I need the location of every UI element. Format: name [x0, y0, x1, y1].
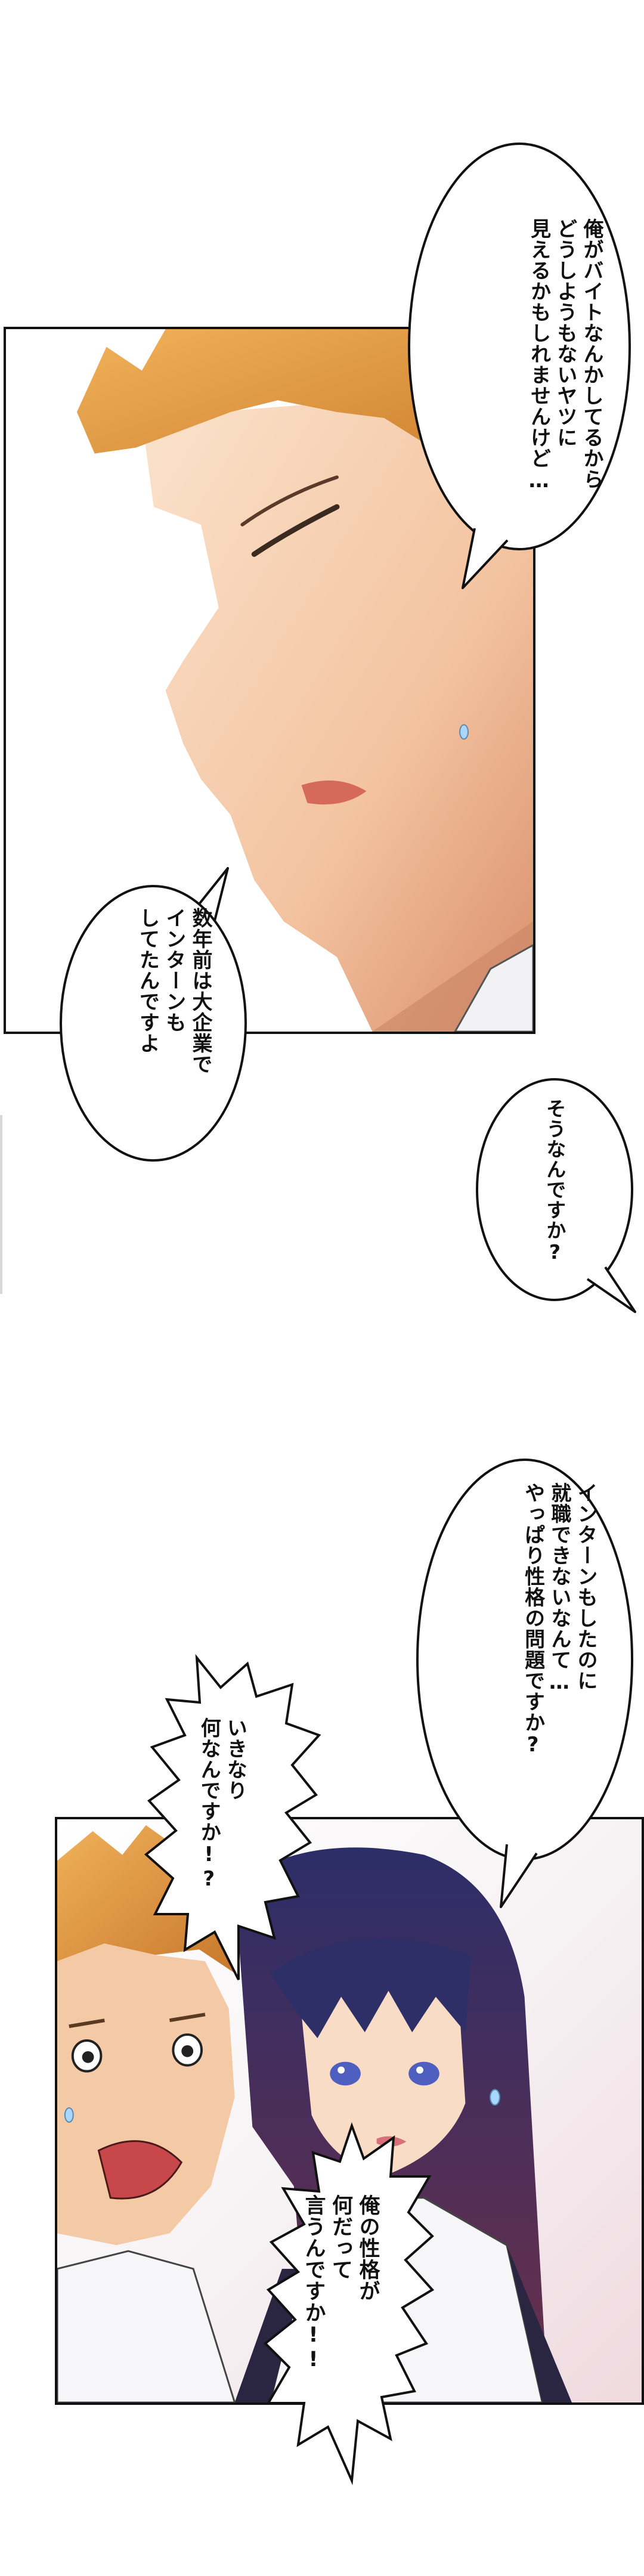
- bubble-shape: [144, 1654, 321, 1980]
- speech-bubble-3: そうなんですか?: [465, 1073, 644, 1324]
- speech-bubble-4: インターンもしたのに 就職できないなんて… やっぱり性格の問題ですか?: [411, 1454, 638, 1913]
- bubble-5-line-2: 何なんですか!?: [197, 1717, 221, 1891]
- bubble-6-line-1: 俺の性格が: [355, 2194, 380, 2302]
- bubble-shape: [60, 867, 247, 1162]
- bubble-4-line-1: インターンもしたのに: [574, 1482, 597, 1691]
- bubble-1-text: 俺がバイトなんかしてるから どうしようもないヤツに 見えるかもしれませんけど…: [525, 218, 605, 493]
- gutter-mark: [0, 1115, 2, 1294]
- bubble-2-line-1: 数年前は大企業で: [188, 908, 212, 1075]
- bubble-6-text: 俺の性格が 何だって 言うんですか!!: [299, 2194, 381, 2372]
- speech-bubble-2: 数年前は大企業で インターンも してたんですよ: [55, 862, 252, 1166]
- bubble-2-text: 数年前は大企業で インターンも してたんですよ: [134, 908, 213, 1075]
- man-profile-illustration: [6, 329, 533, 1032]
- bubble-2-line-3: してたんですよ: [135, 908, 160, 1054]
- bubble-shape: [264, 2122, 435, 2485]
- shout-bubble-5: いきなり 何なんですか!?: [143, 1652, 322, 1986]
- panel-man-profile: [4, 327, 535, 1034]
- bubble-6-line-3: 言うんですか!!: [301, 2194, 326, 2372]
- bubble-4-line-2: 就職できないなんて…: [547, 1482, 571, 1695]
- bubble-5-text: いきなり 何なんですか!?: [196, 1717, 248, 1891]
- bubble-1-line-2: どうしようもないヤツに: [553, 218, 577, 448]
- bubble-shape: [408, 143, 631, 589]
- bubble-1-line-3: 見えるかもしれませんけど…: [527, 218, 551, 493]
- bubble-4-text: インターンもしたのに 就職できないなんて… やっぱり性格の問題ですか?: [519, 1482, 599, 1757]
- speech-bubble-1: 俺がバイトなんかしてるから どうしようもないヤツに 見えるかもしれませんけど…: [403, 135, 636, 589]
- bubble-shape: [416, 1459, 633, 1908]
- bubble-5-line-1: いきなり: [223, 1717, 247, 1801]
- bubble-1-line-1: 俺がバイトなんかしてるから: [580, 218, 603, 490]
- shout-bubble-6: 俺の性格が 何だって 言うんですか!!: [262, 2122, 435, 2487]
- bubble-6-line-2: 何だって: [329, 2194, 352, 2280]
- bubble-2-line-2: インターンも: [162, 908, 186, 1033]
- bubble-shape: [476, 1078, 636, 1313]
- bubble-4-line-3: やっぱり性格の問題ですか?: [521, 1482, 545, 1757]
- bubble-3-text: そうなんですか?: [541, 1098, 567, 1264]
- bubble-3-line-1: そうなんですか?: [543, 1098, 566, 1264]
